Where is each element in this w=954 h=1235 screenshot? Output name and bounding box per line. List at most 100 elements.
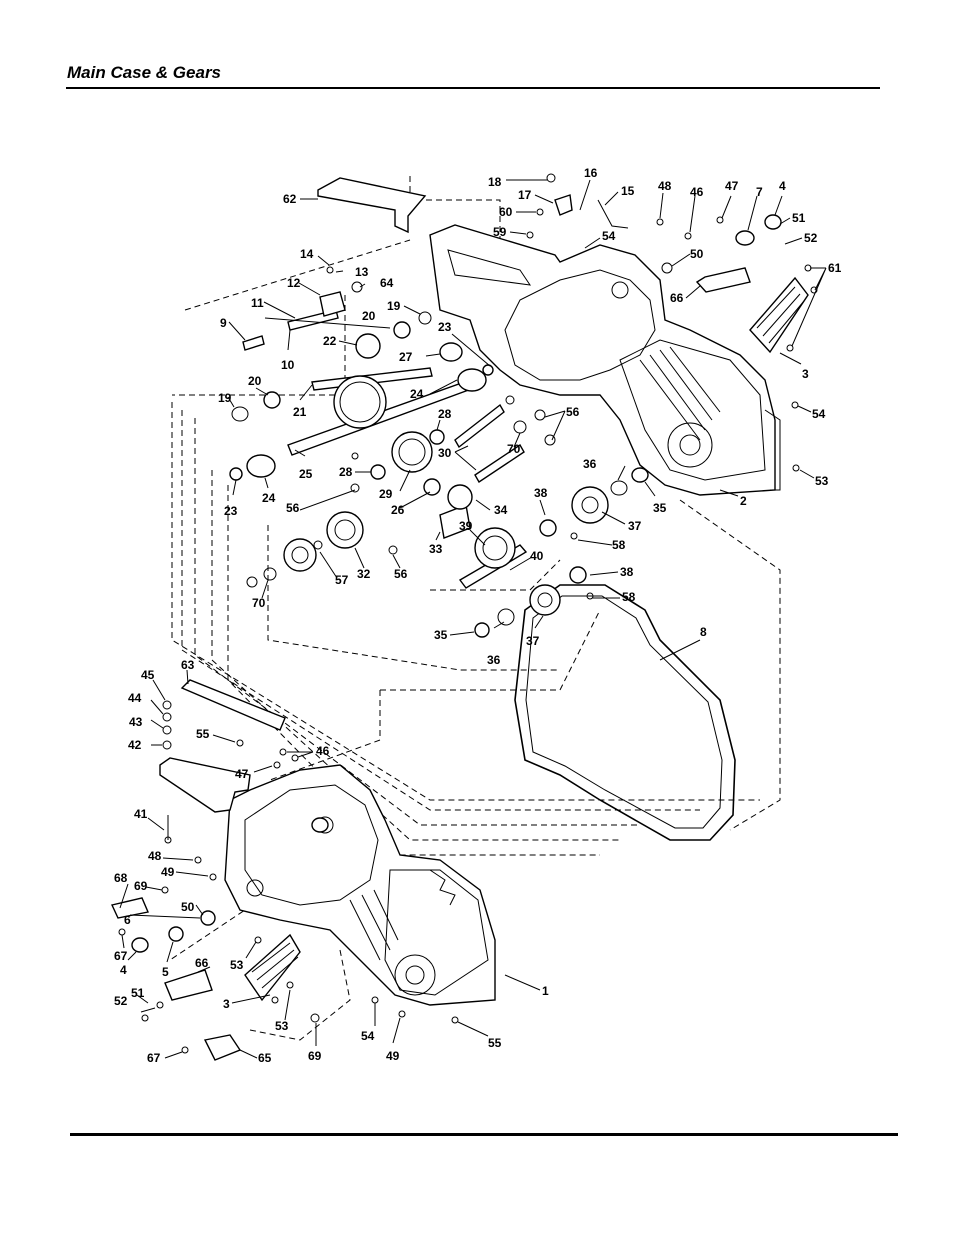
callout-22: 22 — [323, 334, 337, 348]
main-case-right-half — [429, 224, 781, 496]
callout-37b: 37 — [526, 634, 540, 648]
callout-36b: 36 — [487, 653, 501, 667]
callout-12: 12 — [287, 276, 301, 290]
callout-66: 66 — [670, 291, 684, 305]
callout-6: 6 — [124, 913, 131, 927]
callout-9: 9 — [220, 316, 227, 330]
callout-56b: 56 — [286, 501, 300, 515]
callout-51: 51 — [792, 211, 806, 225]
callout-46: 46 — [690, 185, 704, 199]
callout-66b: 66 — [195, 956, 209, 970]
case-gasket — [514, 584, 736, 841]
callout-55b: 55 — [488, 1036, 502, 1050]
callout-45: 45 — [141, 668, 155, 682]
callout-29: 29 — [379, 487, 393, 501]
callout-38b: 38 — [620, 565, 634, 579]
callout-15: 15 — [621, 184, 635, 198]
hardware — [118, 173, 818, 1054]
shield-plate-3-upper — [749, 276, 809, 354]
bracket-62 — [317, 177, 427, 234]
main-case-left-half — [224, 764, 496, 1006]
callout-36: 36 — [583, 457, 597, 471]
callout-67: 67 — [114, 949, 128, 963]
callout-30: 30 — [438, 446, 452, 460]
callout-52: 52 — [804, 231, 818, 245]
callout-47b: 47 — [235, 767, 249, 781]
callout-54c: 54 — [361, 1029, 375, 1043]
bracket-63 — [180, 679, 286, 731]
bracket-65 — [203, 1034, 242, 1061]
callout-labels: 18 16 17 15 48 46 47 7 4 62 60 59 54 51 … — [114, 166, 842, 1065]
callout-28b: 28 — [339, 465, 353, 479]
callout-5: 5 — [162, 965, 169, 979]
callout-61: 61 — [828, 261, 842, 275]
callout-25: 25 — [299, 467, 313, 481]
callout-20b: 20 — [248, 374, 262, 388]
callout-48b: 48 — [148, 849, 162, 863]
callout-1: 1 — [542, 984, 549, 998]
callout-57: 57 — [335, 573, 349, 587]
callout-33: 33 — [429, 542, 443, 556]
callout-44: 44 — [128, 691, 142, 705]
callout-50: 50 — [690, 247, 704, 261]
callout-43: 43 — [129, 715, 143, 729]
callout-62: 62 — [283, 192, 297, 206]
callout-64: 64 — [380, 276, 394, 290]
callout-35: 35 — [653, 501, 667, 515]
bracket-12 — [319, 291, 346, 317]
callout-51b: 51 — [131, 986, 145, 1000]
callout-47: 47 — [725, 179, 739, 193]
callout-42: 42 — [128, 738, 142, 752]
leader-lines — [119, 179, 827, 1059]
header-rule — [66, 87, 880, 89]
callout-46b: 46 — [316, 744, 330, 758]
callout-55: 55 — [196, 727, 210, 741]
callout-53: 53 — [815, 474, 829, 488]
callout-19: 19 — [387, 299, 401, 313]
callout-27: 27 — [399, 350, 413, 364]
callout-28: 28 — [438, 407, 452, 421]
callout-54b: 54 — [812, 407, 826, 421]
callout-10: 10 — [281, 358, 295, 372]
callout-52b: 52 — [114, 994, 128, 1008]
page-title: Main Case & Gears — [67, 63, 222, 82]
callout-41: 41 — [134, 807, 148, 821]
callout-48: 48 — [658, 179, 672, 193]
callout-24: 24 — [410, 387, 424, 401]
callout-38: 38 — [534, 486, 548, 500]
callout-56: 56 — [566, 405, 580, 419]
callout-3: 3 — [802, 367, 809, 381]
callout-69: 69 — [134, 879, 148, 893]
callout-53c: 53 — [275, 1019, 289, 1033]
callout-60: 60 — [499, 205, 513, 219]
callout-11: 11 — [251, 296, 264, 310]
callout-16: 16 — [584, 166, 598, 180]
callout-35b: 35 — [434, 628, 448, 642]
callout-40: 40 — [530, 549, 544, 563]
shield-plate-3-lower — [244, 933, 301, 1002]
callout-49: 49 — [161, 865, 175, 879]
callout-65: 65 — [258, 1051, 272, 1065]
callout-4: 4 — [779, 179, 786, 193]
gears — [283, 333, 609, 616]
callout-24b: 24 — [262, 491, 276, 505]
callout-58: 58 — [612, 538, 626, 552]
callout-18: 18 — [488, 175, 502, 189]
callout-58b: 58 — [622, 590, 636, 604]
callout-4b: 4 — [120, 963, 127, 977]
callout-8: 8 — [700, 625, 707, 639]
callout-23b: 23 — [224, 504, 238, 518]
callout-34: 34 — [494, 503, 508, 517]
callout-32: 32 — [357, 567, 371, 581]
callout-3b: 3 — [223, 997, 230, 1011]
callout-21: 21 — [293, 405, 307, 419]
callout-17: 17 — [518, 188, 532, 202]
callout-49b: 49 — [386, 1049, 400, 1063]
callout-13: 13 — [355, 265, 369, 279]
footer-rule — [70, 1133, 898, 1136]
arm-66-lower — [164, 969, 213, 1001]
callout-54: 54 — [602, 229, 616, 243]
callout-20: 20 — [362, 309, 376, 323]
callout-50b: 50 — [181, 900, 195, 914]
callout-56c: 56 — [394, 567, 408, 581]
